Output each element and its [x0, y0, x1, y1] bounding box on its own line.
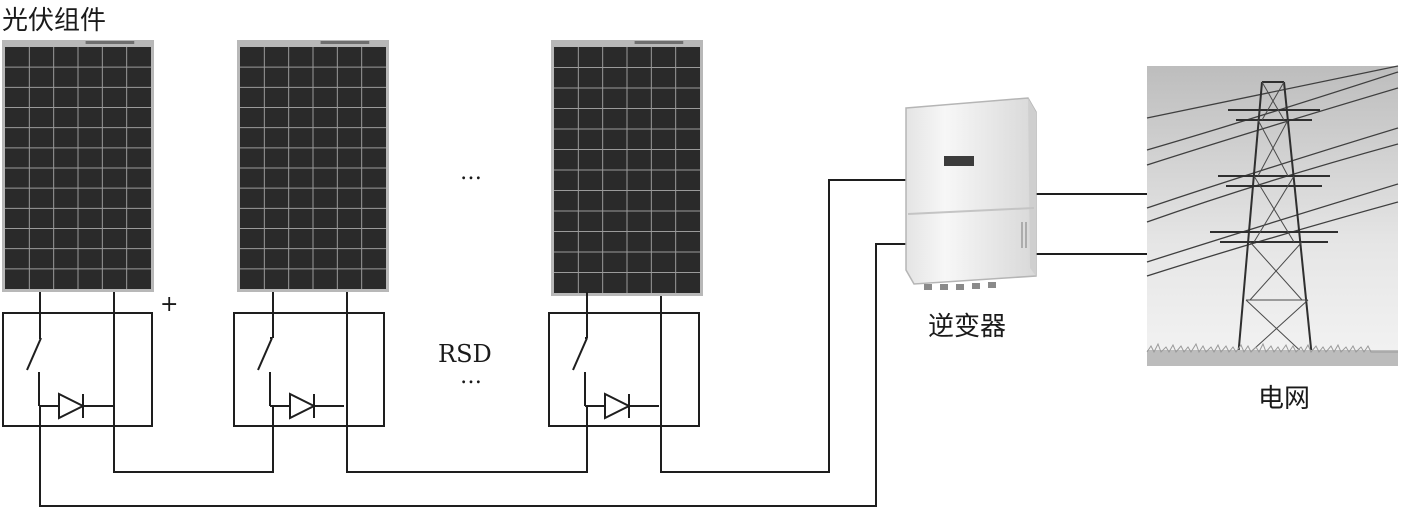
- rsd-diode: [270, 394, 344, 418]
- pv-panel-3: [551, 40, 703, 296]
- panel-brand-strip: [321, 41, 370, 44]
- rsd-box-1: [3, 313, 152, 426]
- panel-brand-strip: [635, 41, 684, 44]
- rsd-switch: [258, 338, 272, 406]
- panel-brand-strip: [86, 41, 135, 44]
- rsd-ellipsis: …: [460, 364, 482, 389]
- pv-panel-1: [2, 40, 154, 292]
- inverter-display: [944, 156, 974, 166]
- panels-ellipsis: …: [460, 160, 482, 185]
- wire-7: [114, 406, 273, 472]
- rsd-switch: [27, 338, 41, 406]
- inverter-label: 逆变器: [928, 306, 1006, 343]
- rsd-diode: [585, 394, 659, 418]
- rsd-box-3: [549, 313, 699, 426]
- rsd-diode: [39, 394, 113, 418]
- grid-label: 电网: [1258, 378, 1310, 415]
- pv-modules-label: 光伏组件: [2, 0, 106, 37]
- inverter-device: [906, 98, 1036, 290]
- rsd-box-2: [234, 313, 384, 426]
- power-grid-image: [1147, 66, 1398, 366]
- pv-panel-2: [237, 40, 389, 292]
- rsd-switch: [573, 338, 587, 406]
- positive-terminal-label: +: [160, 292, 178, 317]
